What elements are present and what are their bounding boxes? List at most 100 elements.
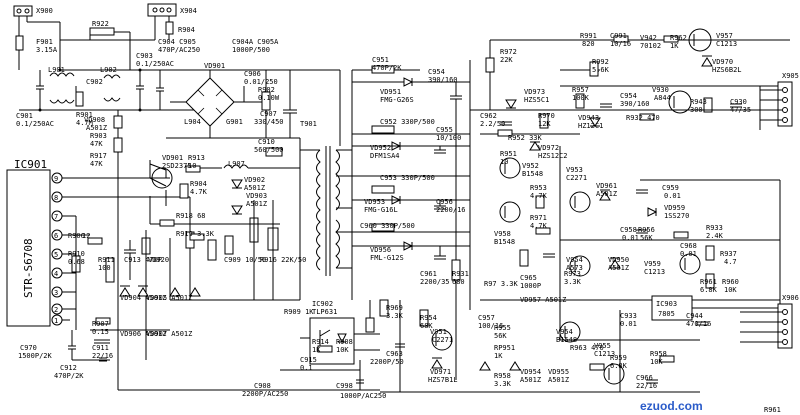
label-C962: C962 — [480, 112, 497, 120]
label-x905: X905 — [782, 72, 799, 80]
label-C903: C903 — [136, 52, 153, 60]
label-V953v: C2271 — [566, 174, 587, 182]
label-C958v: 0.01 — [622, 234, 639, 242]
pin-4: 4 — [54, 270, 58, 278]
label-R955v: 56K — [494, 332, 507, 340]
label-R909: R909 1K — [284, 308, 314, 316]
label-F901v: 3.15A — [36, 46, 58, 54]
label-R910v: 0.68 — [68, 258, 85, 266]
label-VD906: VD906 A501Z — [120, 330, 166, 338]
label-R943v: 300 — [690, 106, 703, 114]
label-C915v: 0.1 — [300, 364, 313, 372]
label-C954: C954 — [428, 68, 445, 76]
label-C958: C958 — [620, 226, 637, 234]
label-C944v: 470/16 — [686, 320, 711, 328]
label-R962v: 1K — [670, 42, 679, 50]
label-V930: V930 — [652, 86, 669, 94]
label-C966v: 22/16 — [636, 382, 657, 390]
label-VD950v: A501Z — [608, 264, 629, 272]
label-C901v: 0.1/250AC — [16, 120, 54, 128]
label-VD972v: HZS12C2 — [538, 152, 568, 160]
label-R902: R902 — [258, 86, 275, 94]
label-C906: C906 — [244, 70, 261, 78]
label-R953v: 4.7K — [530, 192, 548, 200]
label-C961v: 2200/35 — [420, 278, 450, 286]
label-V958: V958 — [494, 230, 511, 238]
label-V942: V942 — [640, 34, 657, 42]
label-R954v: 68K — [420, 322, 433, 330]
label-R97: R97 3.3K — [484, 280, 519, 288]
ic902-part: TLP631 — [312, 308, 337, 316]
label-VD943: VD943 — [578, 114, 599, 122]
label-C951: C951 — [372, 56, 389, 64]
component-labels: F901 3.15A R922 R904 L901 L902 C901 0.1/… — [16, 20, 781, 414]
bridge-rectifier — [166, 70, 300, 139]
label-V957v: C1213 — [716, 40, 737, 48]
label-RP951: RP951 — [494, 344, 515, 352]
label-C957: C957 — [478, 314, 495, 322]
label-R992v: 5.6K — [592, 66, 610, 74]
label-C930v: 47/35 — [730, 106, 751, 114]
label-R917v: 47K — [90, 160, 103, 168]
label-R961b: R961 — [764, 406, 781, 414]
label-C904v: 470P/AC250 — [158, 46, 200, 54]
label-VQ51: V951 — [430, 328, 447, 336]
label-R906v: 12 — [82, 232, 90, 240]
label-RP951v: 1K — [494, 352, 503, 360]
secondary-rectifiers — [351, 60, 471, 380]
label-C962v: 2.2/50 — [480, 120, 505, 128]
label-C970: C970 — [20, 344, 37, 352]
label-V953: V953 — [566, 166, 583, 174]
label-R901v: 4.7M — [76, 119, 93, 127]
label-VD950: VD950 — [608, 256, 629, 264]
label-C960: C960 330P/500 — [360, 222, 415, 230]
label-C956: C956 — [436, 198, 453, 206]
label-R955: R955 — [494, 324, 511, 332]
label-R907v: 0.15 — [92, 328, 109, 336]
label-R959: R959 — [610, 354, 627, 362]
label-C907v: 330/450 — [254, 118, 284, 126]
label-C909: C909 10/50 — [224, 256, 266, 264]
label-C954v: 390/160 — [428, 76, 458, 84]
label-VD955v: A501Z — [548, 376, 569, 384]
label-G901: G901 — [226, 118, 243, 126]
label-C991: C991 — [610, 32, 627, 40]
label-VD907: VD907 A501Z — [146, 330, 192, 338]
label-C908v: 2200P/AC250 — [242, 390, 288, 398]
label-R919: R919 3.3K — [176, 230, 215, 238]
label-R991: R991 — [580, 32, 597, 40]
label-VD959v: 1SS270 — [664, 212, 689, 220]
label-C954bv: 390/160 — [620, 100, 650, 108]
label-R959v: 6.8K — [610, 362, 628, 370]
label-C915: C915 — [300, 356, 317, 364]
label-C933v: 0.01 — [620, 320, 637, 328]
label-C944: C944 — [686, 312, 703, 320]
label-C911: C911 — [92, 344, 109, 352]
label-R937: R937 — [720, 250, 737, 258]
input-wiring — [15, 21, 340, 112]
pin-3: 3 — [54, 289, 58, 297]
label-C968v: 0.01 — [680, 250, 697, 258]
ic901: IC901 STR-S6708 — [6, 158, 51, 327]
label-R911: R911 — [98, 256, 115, 264]
label-C901: C901 — [16, 112, 33, 120]
label-C904: C904 C905 — [158, 38, 196, 46]
label-C963: C963 — [386, 350, 403, 358]
label-C966: C966 — [636, 374, 653, 382]
label-R914v: 1K — [312, 346, 321, 354]
label-R902v: 0.10W — [258, 94, 280, 102]
watermark-logo: ezuod.com — [640, 399, 703, 413]
label-C951v: 470P/2K — [372, 64, 402, 72]
label-C907: C907 — [260, 110, 277, 118]
label-VD954: VD954 — [520, 368, 541, 376]
label-x904: X904 — [180, 7, 197, 15]
label-C956v: 2200/16 — [436, 206, 466, 214]
label-R956: R956 — [638, 226, 655, 234]
label-L901: L901 — [48, 66, 65, 74]
label-VD956v: FML-G12S — [370, 254, 404, 262]
label-VD901t: VD901 — [162, 154, 183, 162]
label-R991v: 820 — [582, 40, 595, 48]
label-V952v: B1548 — [522, 170, 543, 178]
label-VD902: VD902 — [244, 176, 265, 184]
label-L907: L907 — [228, 160, 245, 168]
